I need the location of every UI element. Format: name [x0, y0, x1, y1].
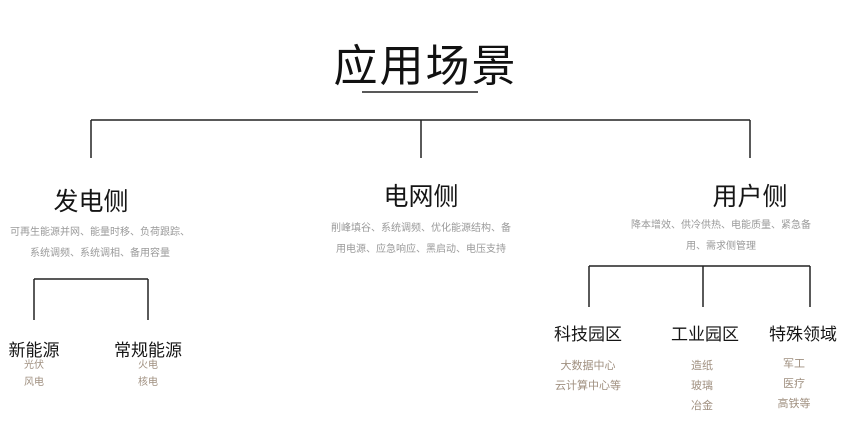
list-item: 核电: [138, 377, 158, 388]
list-item: 玻璃: [691, 379, 713, 392]
branch-grid-description: 削峰填谷、系统调频、优化能源结构、备 用电源、应急响应、黑启动、电压支持: [310, 218, 532, 260]
user-desc-line: 用、需求侧管理: [686, 241, 756, 252]
list-item: 医疗: [783, 377, 805, 390]
node-tech-park-items: 大数据中心 云计算中心等: [530, 356, 646, 396]
grid-desc-line: 用电源、应急响应、黑启动、电压支持: [336, 244, 506, 255]
list-item: 冶金: [691, 399, 713, 412]
grid-desc-line: 削峰填谷、系统调频、优化能源结构、备: [331, 223, 511, 234]
node-tech-park: 科技园区: [554, 325, 622, 345]
node-conventional-energy: 常规能源: [114, 341, 182, 361]
branch-generation-description: 可再生能源并网、能量时移、负荷跟踪、 系统调频、系统调相、备用容量: [0, 222, 200, 264]
list-item: 造纸: [691, 359, 713, 372]
branch-generation-title: 发电侧: [53, 187, 129, 216]
generation-desc-line: 系统调频、系统调相、备用容量: [30, 248, 170, 259]
list-item: 军工: [783, 357, 805, 370]
list-item: 火电: [138, 360, 158, 371]
node-industrial-park: 工业园区: [671, 325, 739, 345]
list-item: 风电: [24, 377, 44, 388]
node-industrial-park-items: 造纸 玻璃 冶金: [660, 356, 744, 416]
list-item: 大数据中心: [560, 359, 616, 372]
diagram-title: 应用场景: [333, 41, 518, 92]
node-new-energy-items: 光伏 风电: [0, 357, 68, 391]
user-desc-line: 降本增效、供冷供热、电能质量、紧急备: [631, 220, 811, 231]
branch-user-title: 用户侧: [712, 182, 788, 211]
branch-grid-title: 电网侧: [383, 182, 459, 211]
generation-desc-line: 可再生能源并网、能量时移、负荷跟踪、: [10, 227, 190, 238]
list-item: 光伏: [24, 360, 44, 371]
list-item: 云计算中心等: [555, 379, 621, 392]
list-item: 高铁等: [777, 397, 811, 410]
node-conventional-energy-items: 火电 核电: [108, 357, 188, 391]
node-special-field-items: 军工 医疗 高铁等: [760, 354, 828, 414]
node-special-field: 特殊领域: [769, 325, 837, 345]
branch-user-description: 降本增效、供冷供热、电能质量、紧急备 用、需求侧管理: [610, 215, 832, 257]
node-new-energy: 新能源: [8, 341, 60, 361]
